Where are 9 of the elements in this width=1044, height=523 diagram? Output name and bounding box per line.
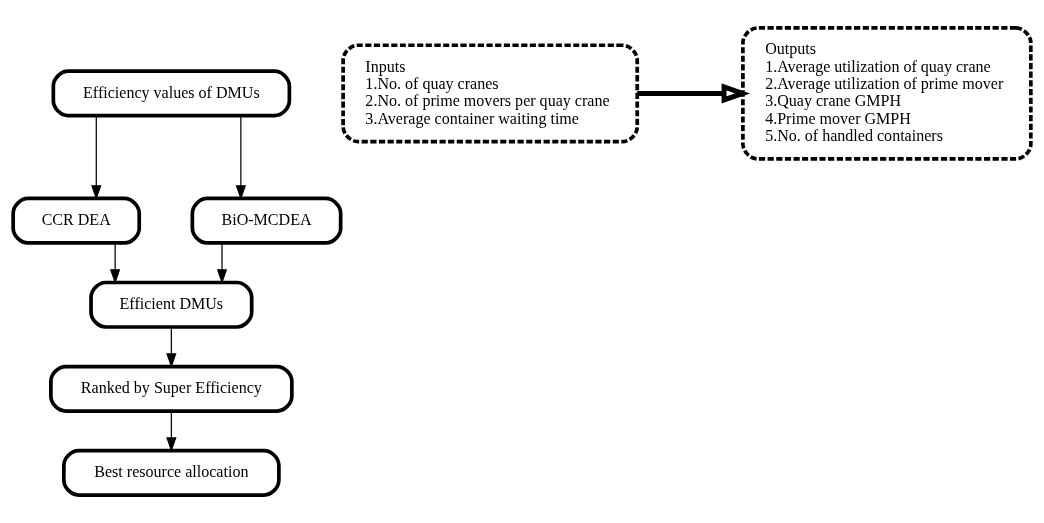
- node-box: Efficiency values of DMUs: [51, 69, 292, 118]
- node-box: BiO-MCDEA: [190, 196, 343, 245]
- arrow: [637, 83, 751, 104]
- node-box: Inputs 1.No. of quay cranes 2.No. of prime movers per quay crane 3.Average container waiting time: [341, 43, 640, 144]
- node-box: Best resource allocation: [62, 448, 281, 497]
- node-box: Efficient DMUs: [89, 280, 254, 329]
- node-box: Ranked by Super Efficiency: [49, 364, 294, 413]
- node-box: Outputs 1.Average utilization of quay crane 2.Average utilization of prime mover 3.Quay crane GMPH 4.Prime mover GMPH 5.No. of handled containers: [741, 26, 1033, 161]
- node-box: CCR DEA: [11, 196, 142, 245]
